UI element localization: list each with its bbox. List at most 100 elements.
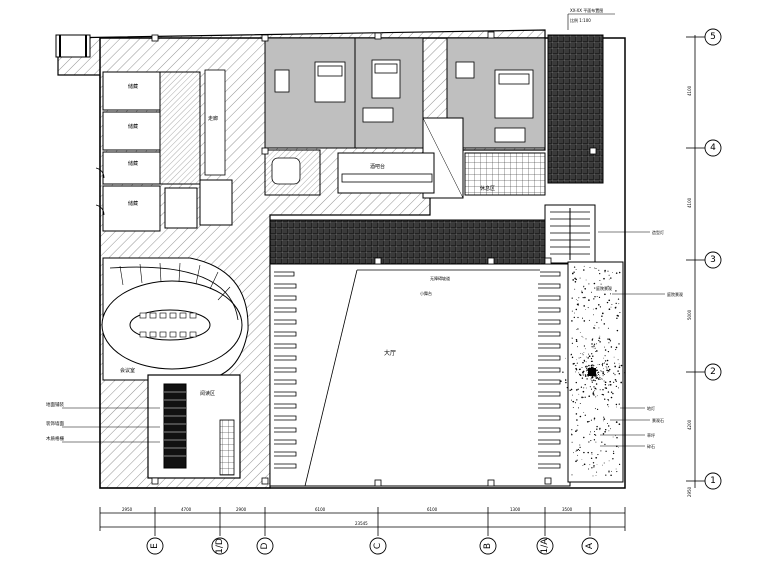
gravel-dot xyxy=(565,379,567,381)
gravel-dot xyxy=(615,272,618,274)
gravel-dot xyxy=(618,423,621,426)
gravel-dot xyxy=(620,381,623,384)
service-area: 酒吧台 休息区 xyxy=(337,152,546,196)
gravel-dot xyxy=(566,386,568,389)
gravel-dot xyxy=(601,393,603,396)
gravel-dot xyxy=(610,391,613,393)
gravel-dot xyxy=(602,375,604,377)
gravel-dot xyxy=(583,285,585,287)
gravel-dot xyxy=(604,428,607,431)
gravel-dot xyxy=(603,416,605,418)
gravel-dot xyxy=(572,363,575,365)
gravel-dot xyxy=(599,335,601,337)
gravel-dot xyxy=(580,353,581,354)
gravel-dot xyxy=(608,370,610,371)
main-hall-label: 大厅 xyxy=(384,349,396,357)
gravel-dot xyxy=(587,357,589,359)
gravel-dot xyxy=(601,315,603,317)
gravel-dot xyxy=(599,341,601,343)
gravel-dot xyxy=(588,441,590,443)
gravel-dot xyxy=(608,460,610,462)
gravel-dot xyxy=(610,346,613,348)
gravel-dot xyxy=(618,366,621,369)
gravel-dot xyxy=(582,465,584,466)
gravel-dot xyxy=(618,363,620,365)
gravel-dot xyxy=(584,383,586,386)
gravel-dot xyxy=(613,372,615,374)
gravel-dot xyxy=(595,475,597,476)
gravel-dot xyxy=(608,406,610,408)
gravel-dot xyxy=(582,336,584,338)
gravel-dot xyxy=(575,308,578,311)
gravel-dot xyxy=(575,371,577,373)
left-callout-1: 地面铺装 xyxy=(46,401,64,408)
gravel-dot xyxy=(602,371,605,373)
gravel-dot xyxy=(609,340,612,342)
gravel-dot xyxy=(586,369,587,371)
gravel-dot xyxy=(601,441,603,443)
dim-right-5: 2950 xyxy=(687,486,692,497)
gravel-dot xyxy=(614,362,616,364)
gravel-dot xyxy=(613,450,615,452)
bottom-grid-axis: 2950 4700 2900 6100 6100 1300 3500 23545… xyxy=(99,507,626,555)
entry-opening xyxy=(55,34,91,58)
gravel-dot xyxy=(603,368,604,370)
gravel-dot xyxy=(579,277,581,279)
gravel-dot xyxy=(608,342,610,344)
gravel-dot xyxy=(583,286,584,288)
gravel-dot xyxy=(584,296,586,299)
gravel-dot xyxy=(565,381,567,384)
gravel-dot xyxy=(619,312,621,314)
gravel-dot xyxy=(595,374,597,376)
grid-bubble-4: 4 xyxy=(710,143,716,153)
gravel-dot xyxy=(579,415,582,418)
gravel-dot xyxy=(592,355,594,358)
storage-label-4: 储藏 xyxy=(128,200,138,207)
gravel-dot xyxy=(575,365,577,367)
gravel-dot xyxy=(593,314,594,316)
gravel-dot xyxy=(591,353,593,355)
bar-label: 酒吧台 xyxy=(370,163,385,170)
dim-bottom-1: 2950 xyxy=(122,507,133,512)
gravel-dot xyxy=(584,375,587,377)
gravel-dot xyxy=(577,304,579,306)
gravel-dot xyxy=(603,357,605,359)
gravel-dot xyxy=(605,474,607,476)
gravel-dot xyxy=(592,366,594,368)
gravel-dot xyxy=(615,385,618,388)
gravel-dot xyxy=(597,454,599,456)
gravel-dot xyxy=(611,304,613,305)
gravel-dot xyxy=(591,452,593,454)
gravel-dot xyxy=(571,310,573,312)
gravel-dot xyxy=(604,293,606,296)
gravel-dot xyxy=(562,371,564,373)
gravel-dot xyxy=(575,460,577,463)
gravel-dot xyxy=(574,281,577,283)
gravel-dot xyxy=(578,393,580,395)
gravel-dot xyxy=(599,280,601,281)
gravel-dot xyxy=(595,396,597,398)
gravel-dot xyxy=(616,314,619,317)
gravel-dot xyxy=(596,369,598,372)
gravel-dot xyxy=(593,343,596,345)
gravel-dot xyxy=(590,440,592,442)
gravel-dot xyxy=(583,359,585,362)
gravel-dot xyxy=(581,458,583,460)
dim-bottom-6: 1300 xyxy=(510,507,521,512)
gravel-dot xyxy=(599,375,601,377)
gravel-dot xyxy=(616,437,618,439)
gravel-dot xyxy=(582,362,584,364)
gravel-dot xyxy=(609,293,612,295)
gravel-dot xyxy=(583,265,585,267)
gravel-dot xyxy=(593,365,595,367)
grid-bubble-A: A xyxy=(585,542,595,549)
gravel-dot xyxy=(596,463,598,465)
right-callout-4: 景观石 xyxy=(652,417,664,423)
gravel-dot xyxy=(578,357,580,359)
gravel-dot xyxy=(586,420,589,423)
gravel-dot xyxy=(606,363,608,366)
gravel-dot xyxy=(573,271,575,273)
gravel-dot xyxy=(583,345,586,347)
gravel-dot xyxy=(617,387,619,389)
gravel-dot xyxy=(598,296,601,298)
